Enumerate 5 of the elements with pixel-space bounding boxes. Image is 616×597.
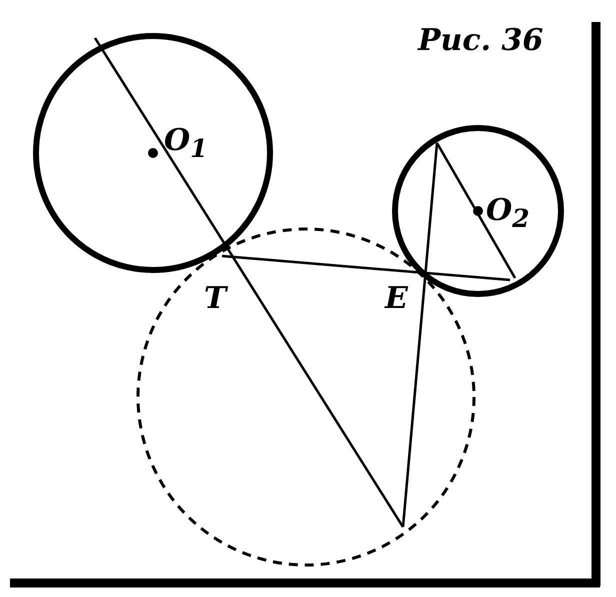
point-label: T [204, 284, 226, 314]
point-label: O$_{1}$ [164, 126, 208, 161]
point-label: E [385, 284, 408, 314]
point-label: O$_{2}$ [486, 196, 530, 231]
figure-caption: Рис. 36 [418, 26, 544, 56]
